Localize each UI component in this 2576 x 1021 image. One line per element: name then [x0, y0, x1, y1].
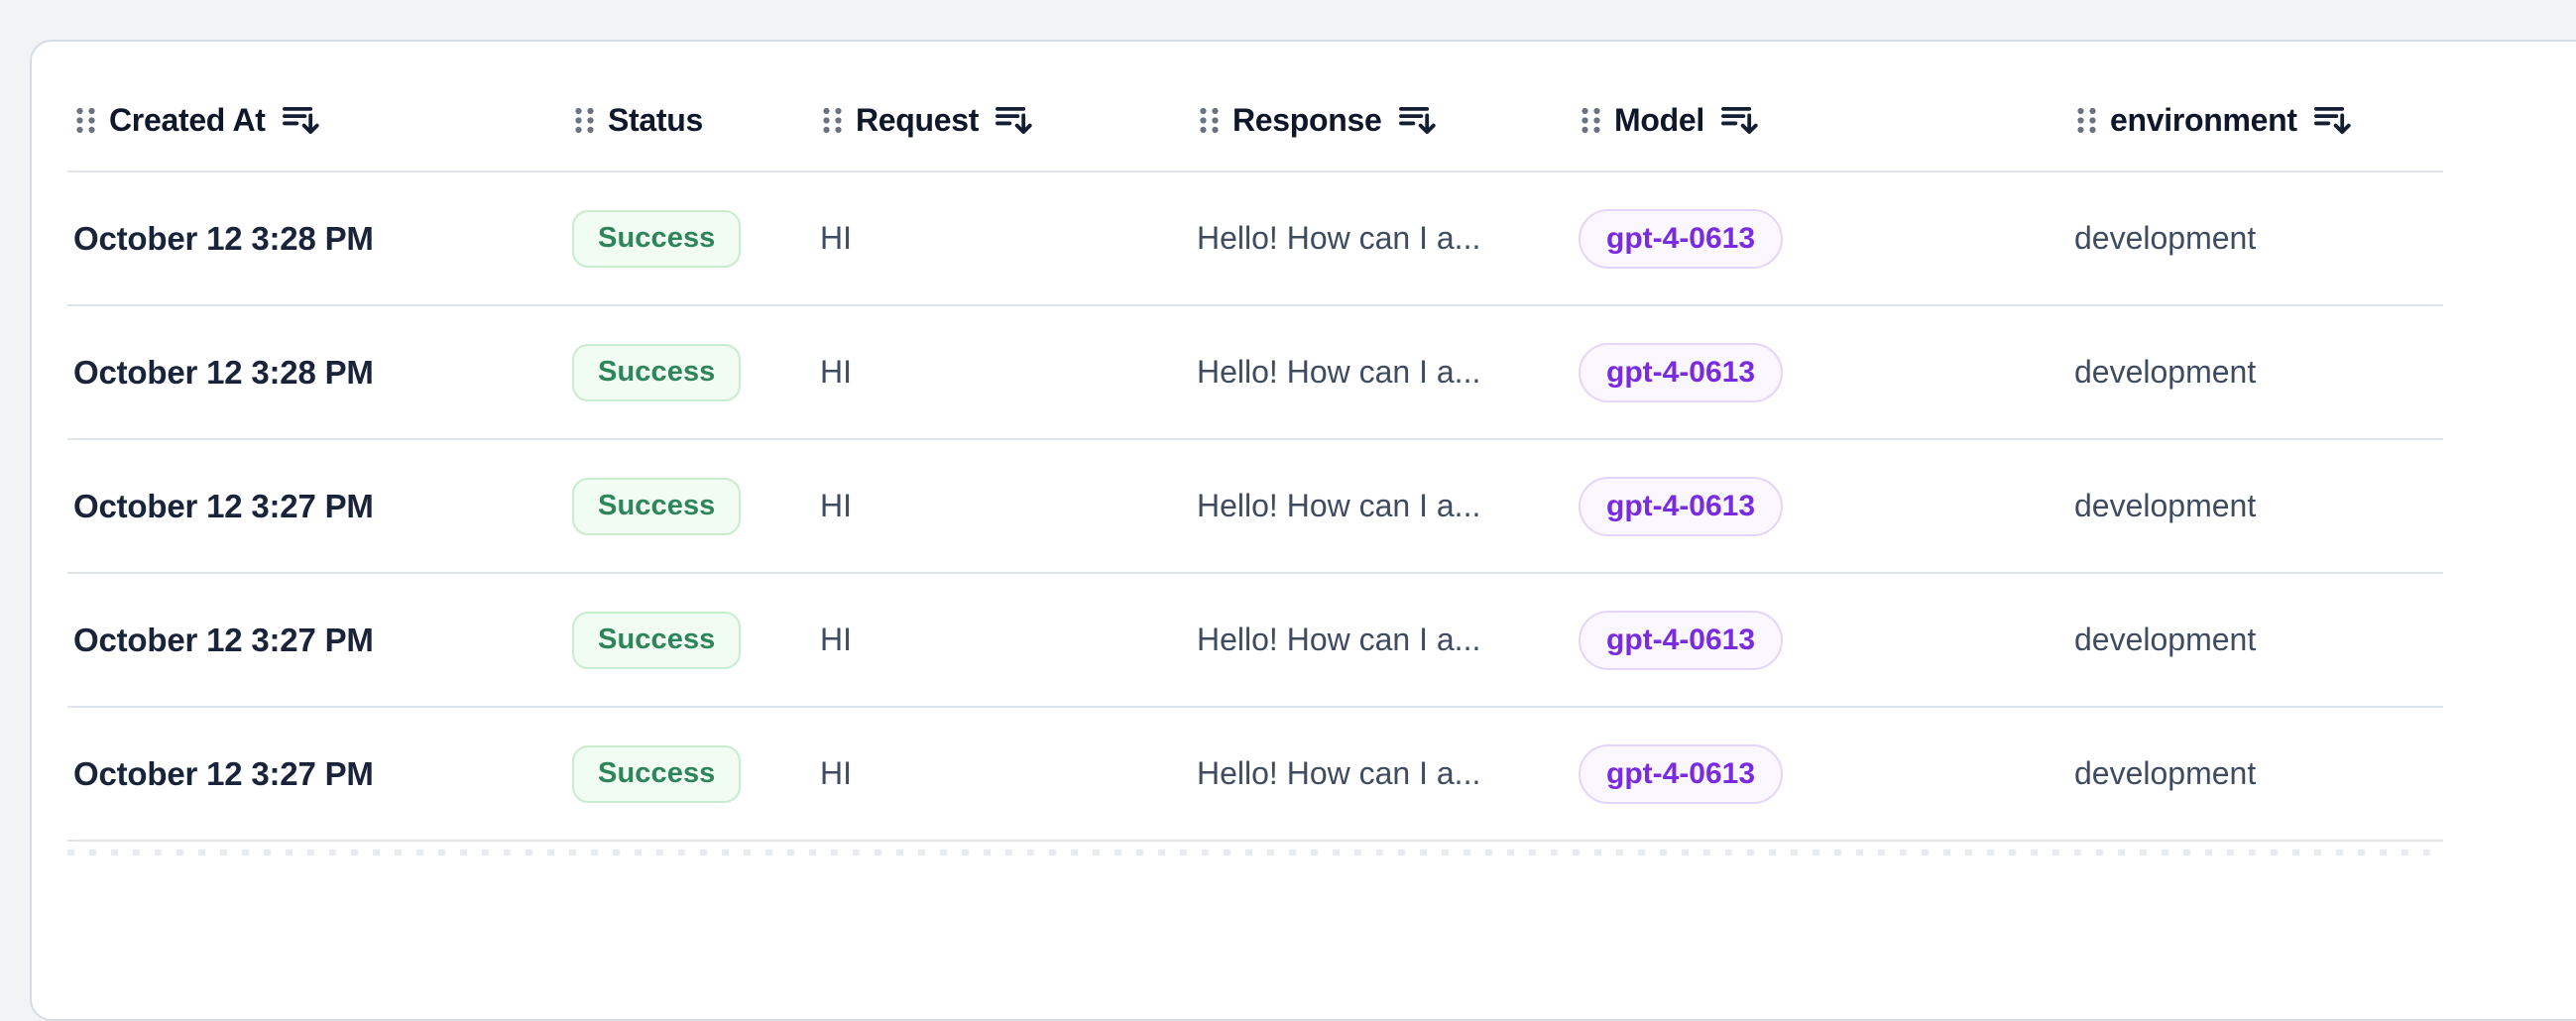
created-at-cell: October 12 3:27 PM: [73, 621, 374, 658]
table-row[interactable]: October 12 3:27 PM Success HI Hello! How…: [67, 574, 2443, 708]
drag-handle-icon[interactable]: [574, 106, 595, 135]
created-at-cell: October 12 3:27 PM: [73, 487, 374, 524]
status-cell: Success: [566, 343, 814, 401]
drag-handle-icon[interactable]: [822, 106, 843, 135]
status-badge: Success: [572, 343, 742, 401]
status-badge: Success: [572, 611, 742, 669]
created-at-cell: October 12 3:28 PM: [73, 353, 374, 391]
drag-handle-icon[interactable]: [75, 106, 96, 135]
model-badge: gpt-4-0613: [1579, 208, 1784, 269]
model-badge: gpt-4-0613: [1579, 743, 1784, 804]
environment-cell: development: [2074, 354, 2257, 390]
sort-descending-icon[interactable]: [1398, 103, 1436, 138]
status-cell: Success: [566, 611, 814, 669]
table-header-row: Created At Status Reque: [67, 69, 2443, 172]
environment-cell: development: [2074, 755, 2257, 791]
status-cell: Success: [566, 477, 814, 535]
column-header-environment[interactable]: environment: [2068, 102, 2443, 139]
status-badge: Success: [572, 477, 742, 535]
column-header-response[interactable]: Response: [1191, 102, 1573, 139]
model-cell: gpt-4-0613: [1573, 610, 2068, 670]
next-row-dotted-hint: [67, 850, 2443, 855]
status-cell: Success: [566, 209, 814, 268]
model-cell: gpt-4-0613: [1573, 743, 2068, 804]
response-cell: Hello! How can I a...: [1197, 755, 1481, 791]
drag-handle-icon[interactable]: [1199, 106, 1220, 135]
column-header-label: Created At: [109, 101, 266, 138]
column-header-created-at[interactable]: Created At: [67, 102, 566, 139]
column-header-label: Request: [856, 101, 980, 138]
response-cell: Hello! How can I a...: [1197, 622, 1481, 657]
requests-table-card: Created At Status Reque: [30, 40, 2576, 1021]
request-cell: HI: [820, 622, 852, 657]
status-badge: Success: [572, 209, 742, 268]
column-header-model[interactable]: Model: [1573, 102, 2068, 139]
model-cell: gpt-4-0613: [1573, 208, 2068, 269]
sort-descending-icon[interactable]: [282, 103, 319, 138]
table-row[interactable]: October 12 3:28 PM Success HI Hello! How…: [67, 172, 2443, 306]
request-cell: HI: [820, 755, 852, 791]
column-header-label: Model: [1614, 101, 1704, 138]
table-row[interactable]: October 12 3:27 PM Success HI Hello! How…: [67, 440, 2443, 574]
sort-descending-icon[interactable]: [1720, 103, 1758, 138]
model-badge: gpt-4-0613: [1579, 342, 1784, 402]
drag-handle-icon[interactable]: [2076, 106, 2097, 135]
created-at-cell: October 12 3:27 PM: [73, 754, 374, 792]
response-cell: Hello! How can I a...: [1197, 488, 1481, 523]
model-cell: gpt-4-0613: [1573, 342, 2068, 402]
response-cell: Hello! How can I a...: [1197, 220, 1481, 256]
drag-handle-icon[interactable]: [1581, 106, 1601, 135]
status-badge: Success: [572, 744, 742, 803]
column-header-label: environment: [2110, 101, 2297, 138]
requests-table: Created At Status Reque: [67, 69, 2443, 855]
column-header-label: Response: [1232, 101, 1382, 138]
environment-cell: development: [2074, 220, 2257, 256]
model-cell: gpt-4-0613: [1573, 476, 2068, 536]
created-at-cell: October 12 3:28 PM: [73, 219, 374, 257]
environment-cell: development: [2074, 488, 2257, 523]
model-badge: gpt-4-0613: [1579, 476, 1784, 536]
request-cell: HI: [820, 488, 852, 523]
environment-cell: development: [2074, 622, 2257, 657]
column-header-status[interactable]: Status: [566, 102, 814, 139]
column-header-label: Status: [608, 101, 703, 138]
table-row[interactable]: October 12 3:27 PM Success HI Hello! How…: [67, 708, 2443, 842]
request-cell: HI: [820, 220, 852, 256]
status-cell: Success: [566, 744, 814, 803]
response-cell: Hello! How can I a...: [1197, 354, 1481, 390]
sort-descending-icon[interactable]: [2313, 103, 2351, 138]
column-header-request[interactable]: Request: [814, 102, 1191, 139]
table-row[interactable]: October 12 3:28 PM Success HI Hello! How…: [67, 306, 2443, 440]
sort-descending-icon[interactable]: [995, 103, 1032, 138]
request-cell: HI: [820, 354, 852, 390]
model-badge: gpt-4-0613: [1579, 610, 1784, 670]
